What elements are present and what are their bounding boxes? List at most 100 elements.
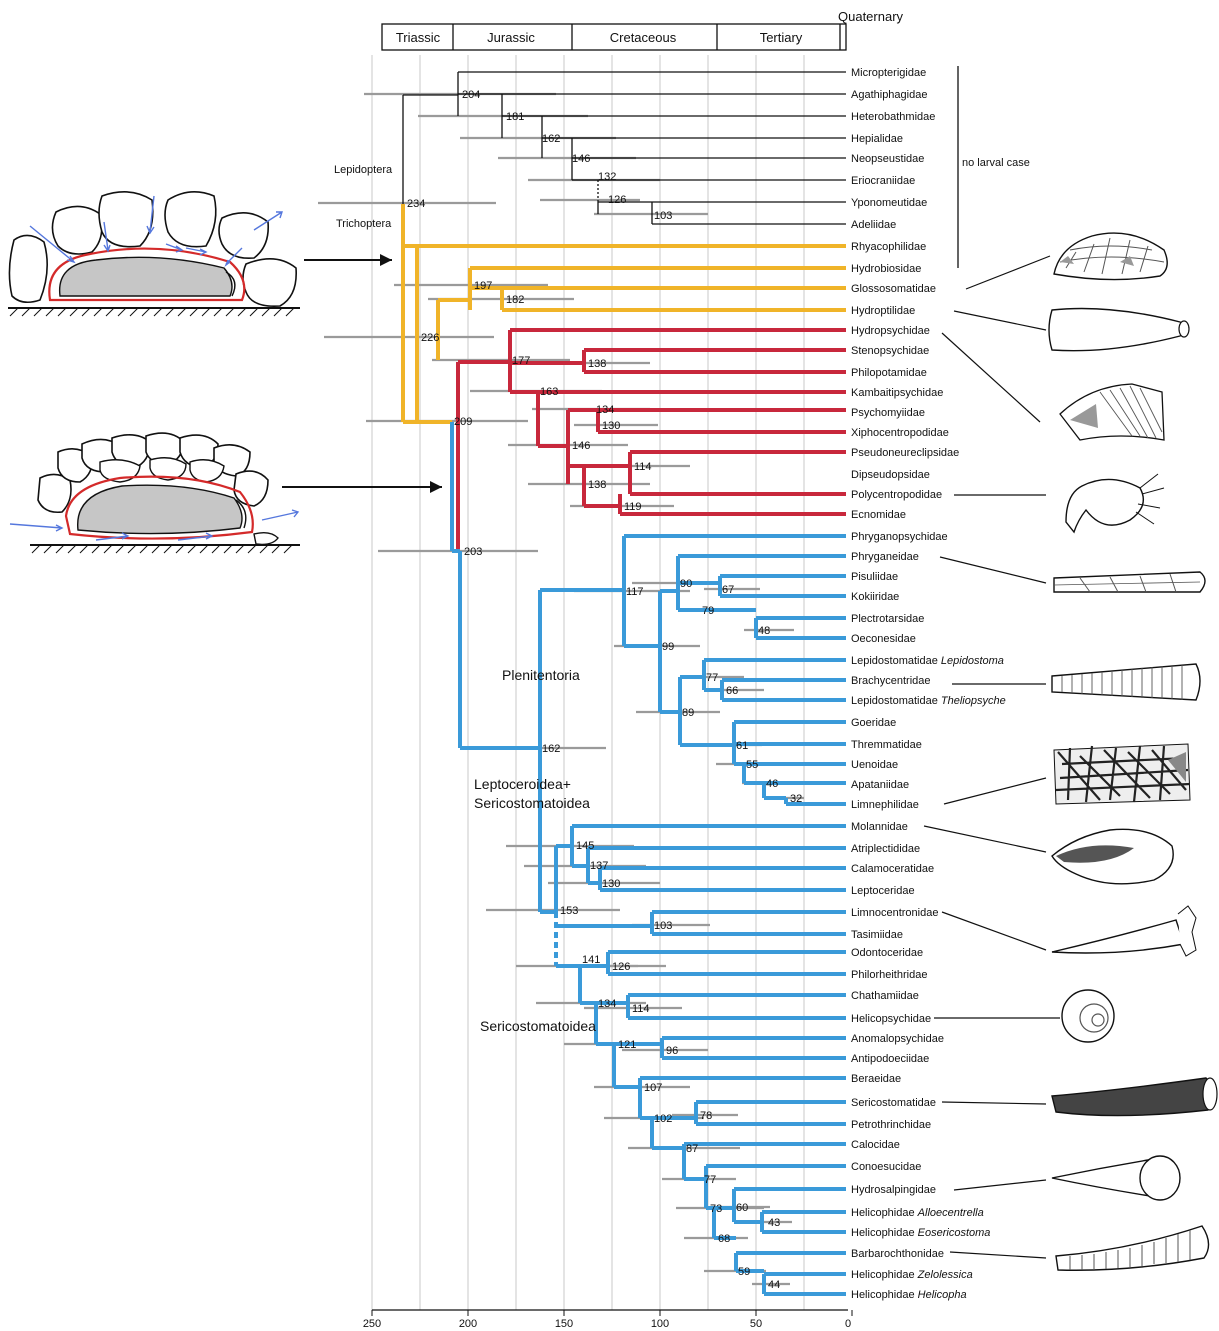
taxon-label: Leptoceridae (851, 885, 915, 897)
taxon-label: Dipseudopsidae (851, 469, 930, 481)
axis-tick-0: 0 (845, 1318, 851, 1330)
taxon-label: Hydroptilidae (851, 305, 915, 317)
taxon-label: Calocidae (851, 1139, 900, 1151)
node-age: 55 (746, 759, 758, 771)
glossosomatid-case-icon (1053, 232, 1168, 281)
node-age: 89 (682, 707, 694, 719)
taxon-label: Tasimiidae (851, 929, 903, 941)
taxon-labels: Micropterigidae Agathiphagidae Heterobat… (851, 67, 1006, 1301)
spicipalpia-clade (401, 204, 846, 424)
node-age: 181 (506, 111, 524, 123)
node-age: 102 (654, 1113, 672, 1125)
group-labels: Lepidoptera Trichoptera no larval case P… (334, 66, 1030, 1034)
node-age: 146 (572, 153, 590, 165)
node-age: 103 (654, 210, 672, 222)
taxon-label: Hydrosalpingidae (851, 1184, 936, 1196)
shelter-illustration-open (8, 191, 392, 317)
node-age: 43 (768, 1217, 780, 1229)
node-age: 66 (726, 685, 738, 697)
node-age: 138 (588, 479, 606, 491)
taxon-label: Apataniidae (851, 779, 909, 791)
taxon-label: Conoesucidae (851, 1161, 921, 1173)
taxon-label: Stenopsychidae (851, 345, 929, 357)
taxon-label: Anomalopsychidae (851, 1033, 944, 1045)
leptoceroidea-label-2: Sericostomatoidea (474, 795, 590, 811)
hydroptilid-case-icon (1048, 307, 1190, 352)
taxon-label: Helicophidae Zelolessica (851, 1269, 973, 1281)
time-scale-header: Triassic Jurassic Cretaceous Tertiary Qu… (381, 9, 904, 51)
brachycentrid-case-icon (1051, 663, 1201, 701)
node-age-labels: 204 181 162 146 132 126 103 234 226 197 … (407, 89, 802, 1291)
limnocentronid-case-icon (1051, 905, 1197, 957)
axis-tick-50: 50 (750, 1318, 762, 1330)
taxon-label: Heterobathmidae (851, 111, 935, 123)
axis-tick-200: 200 (459, 1318, 477, 1330)
grid-lines (371, 55, 805, 1310)
taxon-label: Xiphocentropodidae (851, 427, 949, 439)
taxon-label: Limnephilidae (851, 799, 919, 811)
node-age: 46 (766, 778, 778, 790)
node-age: 77 (706, 672, 718, 684)
plenitentoria-label: Plenitentoria (502, 667, 580, 683)
taxon-label: Odontoceridae (851, 947, 923, 959)
node-age: 61 (736, 740, 748, 752)
taxon-label: Polycentropodidae (851, 489, 942, 501)
taxon-label: Plectrotarsidae (851, 613, 924, 625)
taxon-label: Helicopsychidae (851, 1013, 931, 1025)
period-jurassic: Jurassic (487, 30, 535, 45)
taxon-label: Limnocentronidae (851, 907, 938, 919)
taxon-label: Psychomyiidae (851, 407, 925, 419)
node-age: 162 (542, 743, 560, 755)
taxon-label: Lepidostomatidae Theliopsyche (851, 695, 1006, 707)
sericostomatid-case-icon (1051, 1077, 1218, 1117)
node-age: 32 (790, 793, 802, 805)
node-age: 77 (704, 1174, 716, 1186)
node-age: 182 (506, 294, 524, 306)
taxon-label: Yponomeutidae (851, 197, 927, 209)
node-age: 177 (512, 355, 530, 367)
node-age: 138 (588, 358, 606, 370)
taxon-label: Atriplectididae (851, 843, 920, 855)
taxon-label: Adeliidae (851, 219, 896, 231)
integripalpia-clade (450, 422, 846, 1296)
node-age: 162 (542, 133, 560, 145)
node-age: 204 (462, 89, 480, 101)
no-larval-case-label: no larval case (962, 157, 1030, 169)
node-age: 145 (576, 840, 594, 852)
taxon-label: Phryganopsychidae (851, 531, 948, 543)
taxon-label: Kambaitipsychidae (851, 387, 943, 399)
node-age: 226 (421, 332, 439, 344)
axis-tick-100: 100 (651, 1318, 669, 1330)
lepidoptera-label: Lepidoptera (334, 164, 393, 176)
lepidoptera-clade (402, 71, 846, 225)
node-age: 117 (626, 586, 644, 598)
taxon-label: Pseudoneureclipsidae (851, 447, 959, 459)
taxon-label: Chathamiidae (851, 990, 919, 1002)
taxon-label: Rhyacophilidae (851, 241, 926, 253)
taxon-label: Helicophidae Alloecentrella (851, 1207, 984, 1219)
node-age: 99 (662, 641, 674, 653)
time-axis: 250 200 150 100 50 0 (363, 1309, 853, 1330)
node-age: 60 (736, 1202, 748, 1214)
polycentropodid-net-icon (1065, 473, 1165, 534)
taxon-label: Phryganeidae (851, 551, 919, 563)
taxon-label: Molannidae (851, 821, 908, 833)
taxon-label: Calamoceratidae (851, 863, 934, 875)
taxon-label: Eriocraniidae (851, 175, 915, 187)
node-age: 203 (464, 546, 482, 558)
node-age: 73 (710, 1203, 722, 1215)
taxon-label: Goeridae (851, 717, 896, 729)
node-age: 67 (722, 584, 734, 596)
taxon-label: Lepidostomatidae Lepidostoma (851, 655, 1004, 667)
axis-tick-150: 150 (555, 1318, 573, 1330)
shelter-illustration-closed (9, 432, 442, 554)
node-age: 132 (598, 171, 616, 183)
node-age: 114 (632, 1003, 650, 1015)
helicopsychid-case-icon (1061, 989, 1115, 1043)
node-age: 119 (624, 501, 642, 513)
node-age: 134 (598, 998, 616, 1010)
node-age: 48 (758, 625, 770, 637)
node-age: 197 (474, 280, 492, 292)
taxon-label: Micropterigidae (851, 67, 926, 79)
